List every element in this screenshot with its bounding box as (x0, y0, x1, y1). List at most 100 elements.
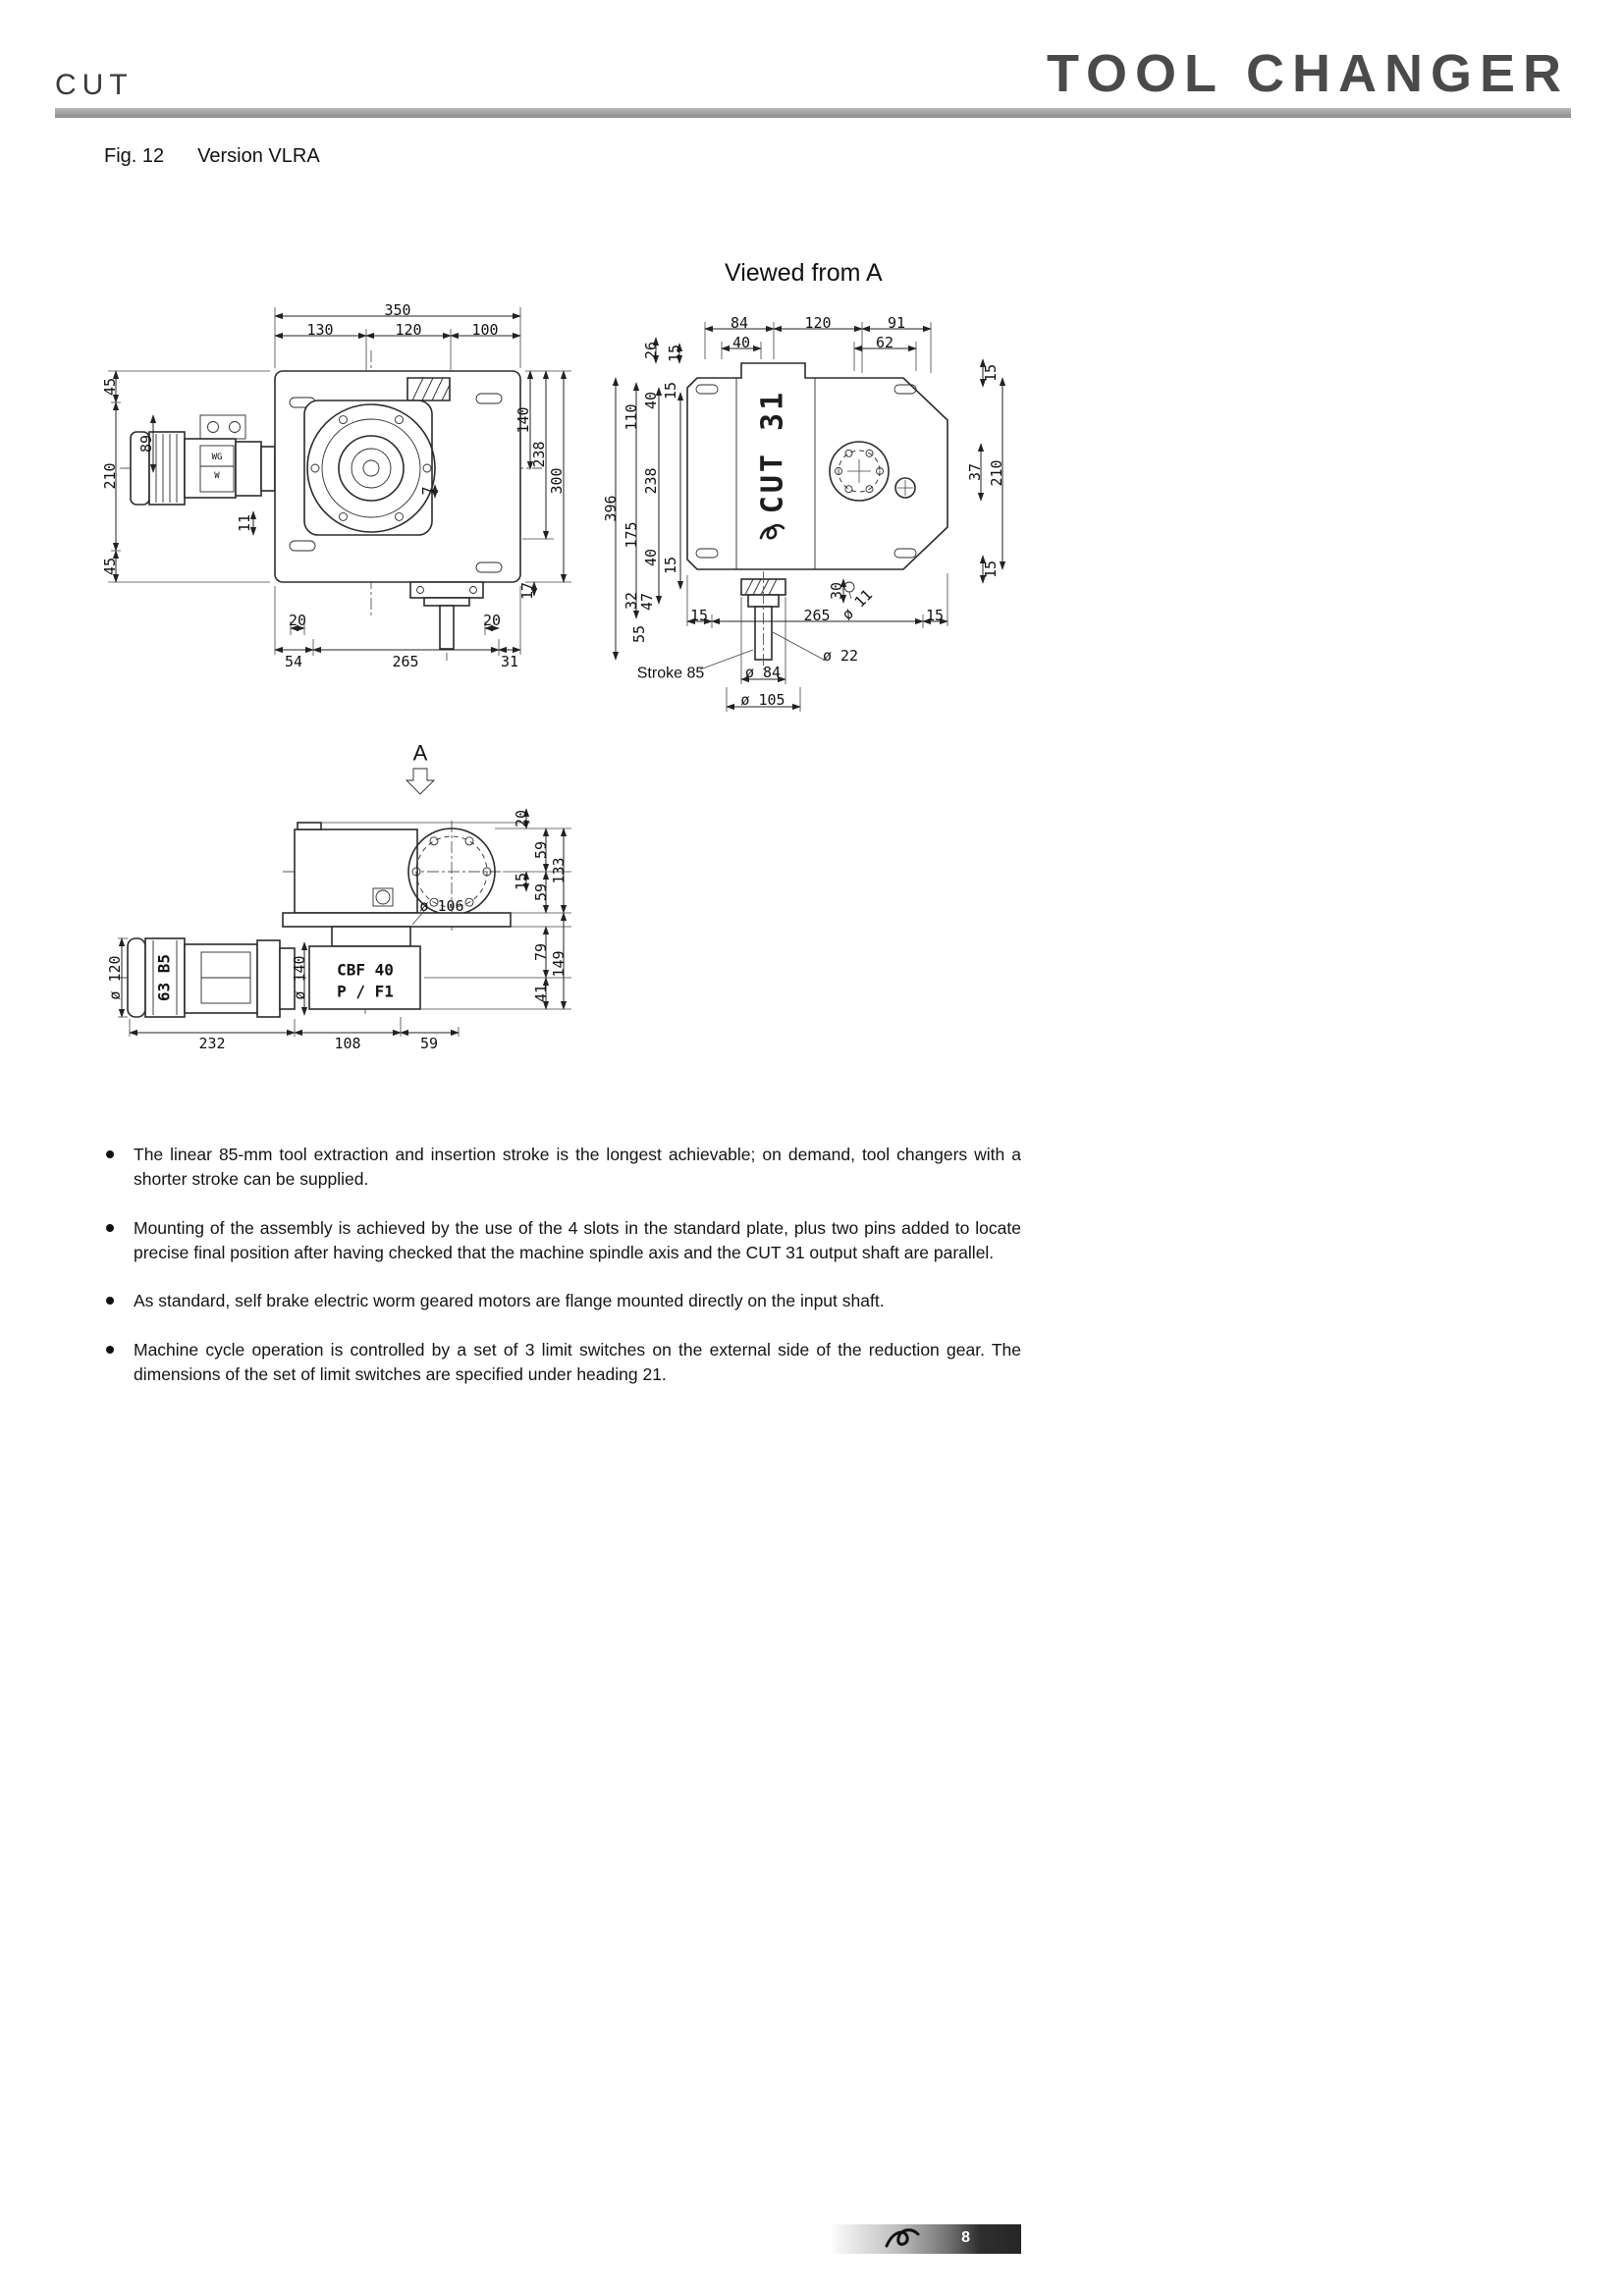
front-dimension-labels: 350 130 120 100 45 210 45 89 11 140 238 … (101, 301, 566, 667)
footer-bar: 8 (833, 2224, 1021, 2254)
dim-17: 17 (518, 582, 536, 600)
bullet-icon (106, 1150, 114, 1158)
figure-number: Fig. 12 (104, 145, 165, 167)
dim-120: 120 (804, 314, 831, 332)
dim-210: 210 (988, 459, 1005, 486)
figure-title: Version VLRA (197, 145, 320, 167)
clamp-tab (406, 377, 451, 401)
list-item: The linear 85-mm tool extraction and ins… (104, 1143, 1021, 1192)
dim-175: 175 (623, 521, 640, 548)
dim-15: 15 (926, 607, 944, 624)
dim-32: 32 (623, 592, 640, 610)
motor-badge-line1: WG (212, 453, 223, 462)
side-dimension-lines (118, 808, 571, 1037)
dim-20: 20 (513, 810, 530, 828)
dim-300: 300 (548, 467, 566, 494)
dim-108: 108 (334, 1035, 360, 1050)
side-housing: CBF 40 P / F1 (282, 822, 512, 1010)
dim-15: 15 (982, 364, 1000, 382)
standard-plate (282, 912, 512, 928)
dim-238: 238 (642, 467, 660, 494)
dim-41: 41 (532, 985, 550, 1002)
brand-name: CUT (55, 69, 134, 101)
dim-dia-120: ø 120 (108, 955, 124, 999)
dim-40: 40 (732, 334, 750, 351)
side-dimension-labels: 20 59 15 59 133 79 41 149 ø 106 ø 140 ø … (108, 810, 568, 1050)
dim-100: 100 (471, 321, 498, 339)
mounting-slot (475, 393, 503, 404)
dim-265: 265 (803, 607, 830, 624)
brand-logo-icon (885, 2228, 920, 2248)
view-direction-label: A (413, 741, 428, 766)
figure-caption: Fig. 12 Version VLRA (104, 145, 320, 168)
gear-label-line1: CBF 40 (337, 961, 394, 980)
dim-40: 40 (642, 392, 660, 409)
dim-238: 238 (530, 441, 548, 467)
dim-89: 89 (137, 435, 155, 453)
mounting-slot (893, 548, 917, 559)
page-title: TOOL CHANGER (1046, 44, 1569, 103)
dim-20-right: 20 (483, 612, 501, 629)
dim-59: 59 (420, 1035, 438, 1050)
dim-45-bottom: 45 (101, 558, 119, 575)
dim-7: 7 (419, 486, 437, 495)
note-text: Machine cycle operation is controlled by… (134, 1340, 1021, 1385)
dim-396: 396 (604, 495, 620, 521)
dim-84: 84 (731, 314, 748, 332)
note-text: Mounting of the assembly is achieved by … (134, 1217, 1021, 1262)
dim-120: 120 (395, 321, 421, 339)
dim-15: 15 (662, 382, 679, 400)
bullet-icon (106, 1346, 114, 1355)
dim-37: 37 (966, 463, 984, 481)
mounting-slot (289, 540, 316, 552)
dim-26: 26 (642, 342, 660, 359)
list-item: As standard, self brake electric worm ge… (104, 1289, 1021, 1313)
dim-130: 130 (306, 321, 333, 339)
dim-40: 40 (642, 549, 660, 566)
dim-110: 110 (623, 403, 640, 430)
notes-list: The linear 85-mm tool extraction and ins… (104, 1143, 1021, 1412)
motor-badge-line2: W (214, 471, 220, 481)
view-a-heading: Viewed from A (725, 259, 883, 287)
viewa-dimension-lines (612, 322, 1006, 712)
dim-dia-22: ø 22 (823, 647, 858, 665)
side-motor: 63 B5 (127, 937, 296, 1018)
drawing-view-a: CUT 31 (604, 314, 1006, 712)
dim-15: 15 (513, 873, 530, 890)
viewa-output-shaft (740, 571, 786, 669)
dim-59: 59 (532, 841, 550, 859)
mounting-slot (695, 384, 719, 395)
dim-15: 15 (662, 557, 679, 574)
gear-label-line2: P / F1 (337, 983, 394, 1001)
dim-140: 140 (514, 406, 532, 433)
bullet-icon (106, 1223, 114, 1232)
brand-logo-icon (759, 523, 785, 540)
mounting-slot (695, 548, 719, 559)
cable-gland-icon (229, 421, 241, 433)
dim-dia-140: ø 140 (291, 955, 308, 999)
dim-45-top: 45 (101, 378, 119, 396)
stroke-label: Stroke 85 (637, 666, 705, 682)
list-item: Mounting of the assembly is achieved by … (104, 1216, 1021, 1265)
dim-210: 210 (101, 462, 119, 489)
dim-47: 47 (638, 593, 656, 611)
dim-149: 149 (550, 950, 568, 977)
dim-11: 11 (236, 514, 253, 532)
viewa-dimension-labels: 84 120 91 40 62 26 15 110 40 15 238 396 … (604, 314, 1005, 709)
view-direction-arrow-icon (405, 768, 436, 795)
dim-265: 265 (392, 653, 418, 667)
page-number: 8 (961, 2229, 970, 2246)
dim-350: 350 (384, 301, 410, 319)
note-text: The linear 85-mm tool extraction and ins… (134, 1145, 1021, 1189)
bullet-icon (106, 1297, 114, 1306)
note-text: As standard, self brake electric worm ge… (134, 1291, 885, 1311)
dim-232: 232 (198, 1035, 225, 1050)
dim-133: 133 (550, 857, 568, 883)
dim-91: 91 (888, 314, 905, 332)
dim-15: 15 (982, 561, 1000, 578)
mounting-slot (475, 561, 503, 573)
pin-hole (843, 581, 855, 593)
dim-62: 62 (876, 334, 893, 351)
dim-dia-105: ø 105 (740, 691, 785, 709)
